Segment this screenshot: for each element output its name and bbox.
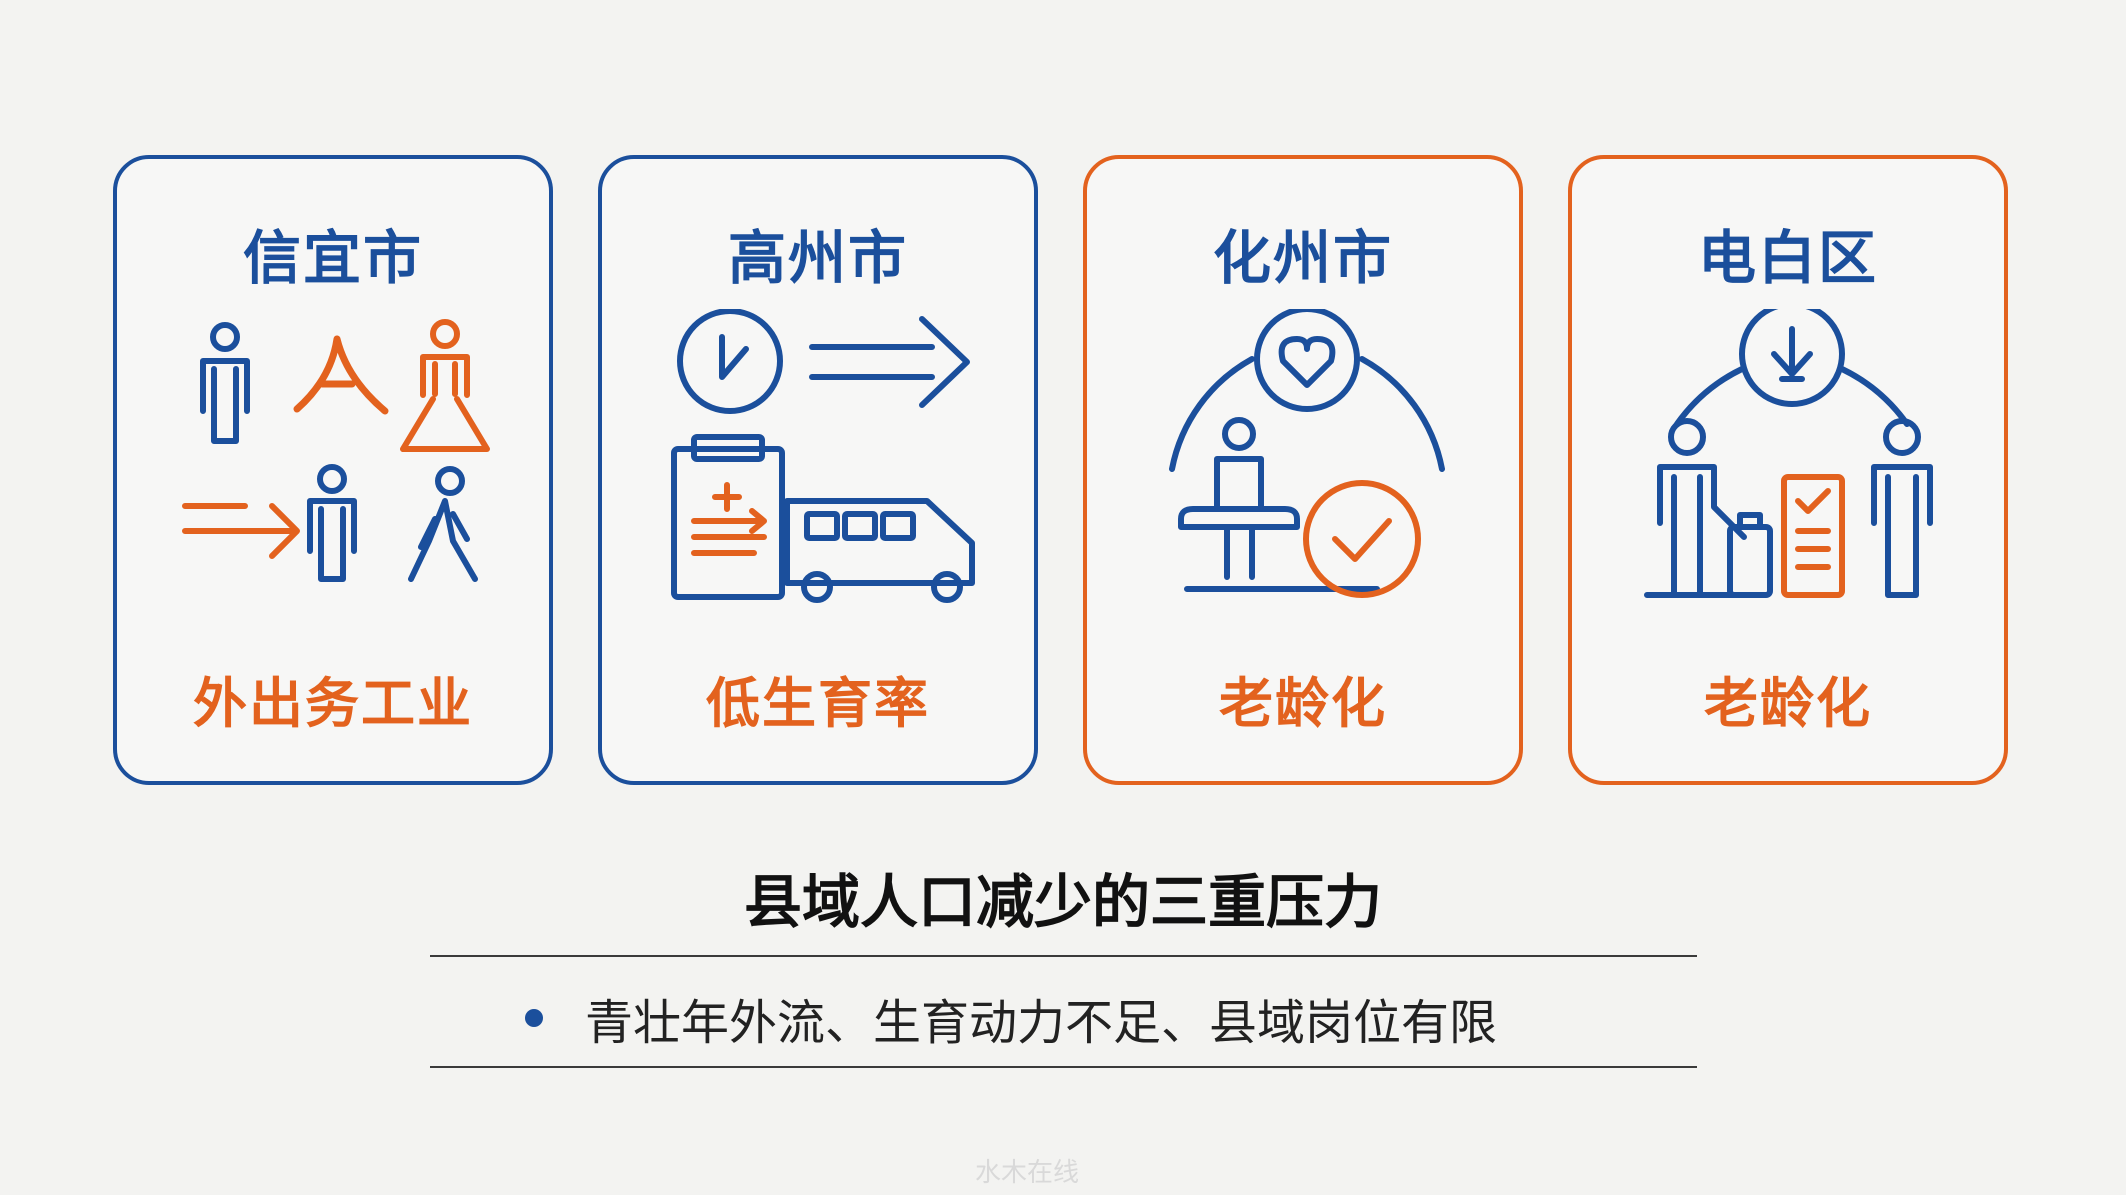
bullet-item: 青壮年外流、生育动力不足、县域岗位有限 — [525, 985, 1497, 1051]
card-label: 低生育率 — [706, 672, 930, 735]
aging-illustration — [1087, 309, 1527, 639]
card-title: 信宜市 — [242, 224, 423, 292]
clipboard-icon — [671, 434, 785, 600]
download-circle-icon — [1739, 309, 1845, 407]
divider-bottom — [430, 1066, 1697, 1068]
card-title: 化州市 — [1212, 224, 1393, 292]
person-icon — [1871, 418, 1933, 598]
card-label: 老龄化 — [1704, 672, 1872, 735]
card-label: 外出务工业 — [193, 672, 473, 735]
seated-elder-icon — [1178, 417, 1380, 592]
person-luggage-icon — [1644, 418, 1773, 598]
card-huazhou: 化州市 老龄化 — [1083, 155, 1523, 785]
care-arc — [1169, 356, 1445, 472]
watermark: 水木在线 — [975, 1158, 1080, 1188]
bullet-dot-icon — [525, 1009, 543, 1027]
aging-illustration-2 — [1572, 309, 2012, 639]
check-circle-icon — [1303, 480, 1421, 598]
heart-hand-icon — [1254, 309, 1360, 412]
checklist-icon — [1781, 474, 1845, 598]
person-icon — [200, 322, 250, 444]
split-arrow-icon — [293, 335, 389, 415]
birthrate-illustration — [602, 309, 1042, 639]
arrow-right-icon — [809, 316, 970, 408]
card-gaozhou: 高州市 — [598, 155, 1038, 785]
card-title: 电白区 — [1697, 224, 1878, 292]
card-label: 老龄化 — [1219, 672, 1387, 735]
bus-icon — [784, 498, 975, 603]
walking-person-icon — [408, 466, 478, 582]
card-title: 高州市 — [727, 224, 908, 292]
person-icon — [307, 464, 357, 582]
person-skirt-icon — [400, 319, 490, 452]
migration-illustration — [117, 309, 557, 639]
card-dianbai: 电白区 老龄化 — [1568, 155, 2008, 785]
card-xinyi: 信宜市 外出务工 — [113, 155, 553, 785]
arrow-right-icon — [182, 503, 300, 559]
divider-top — [430, 955, 1697, 957]
clock-icon — [677, 309, 783, 414]
headline: 县域人口减少的三重压力 — [743, 868, 1382, 936]
bullet-text: 青壮年外流、生育动力不足、县域岗位有限 — [585, 995, 1498, 1051]
